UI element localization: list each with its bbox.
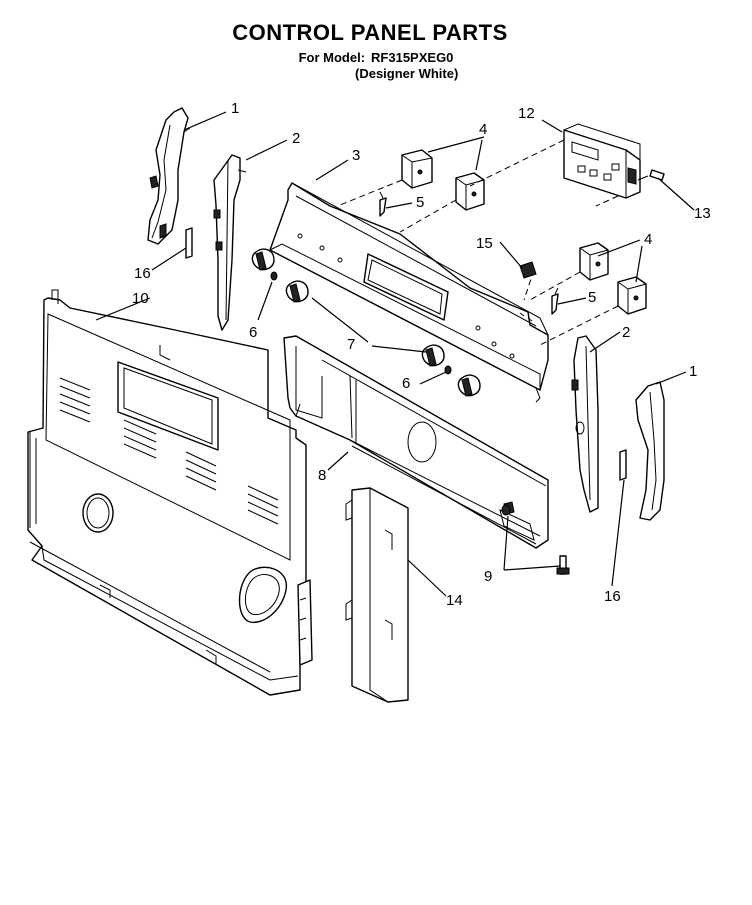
end-cap-left-part-1 [147, 107, 191, 245]
callout-1-left: 1 [231, 100, 239, 117]
channel-part-14 [345, 487, 409, 703]
model-line: For Model: RF315PXEG0 [0, 50, 752, 65]
control-panel-part-3 [269, 182, 549, 403]
knob-part-7-c [421, 344, 445, 367]
callout-14: 14 [446, 592, 463, 609]
callout-4-top: 4 [479, 121, 487, 138]
screw-part-9-b [556, 555, 570, 575]
bracket-right-part-2 [571, 335, 599, 513]
callout-labels: 1 2 3 4 5 16 10 6 7 6 8 12 13 15 4 5 2 1… [132, 100, 711, 609]
page-title: CONTROL PANEL PARTS [232, 20, 508, 45]
callout-12: 12 [518, 105, 535, 122]
callout-2-right: 2 [622, 324, 630, 341]
end-cap-right-part-1 [635, 381, 665, 521]
color-note: (Designer White) [355, 66, 459, 81]
clock-module-part-12 [563, 123, 641, 199]
clip-left-part-16 [185, 227, 193, 259]
callout-2-left: 2 [292, 130, 300, 147]
wire-clip-part-5-b [551, 287, 559, 315]
callout-1-right: 1 [689, 363, 697, 380]
callout-16-left: 16 [134, 265, 151, 282]
clip-right-part-16 [619, 449, 627, 481]
callout-3: 3 [352, 147, 360, 164]
callout-6-right: 6 [402, 375, 410, 392]
callout-10: 10 [132, 290, 149, 307]
callout-16-right: 16 [604, 588, 621, 605]
screw-part-6-b [444, 365, 452, 375]
leader-lines [95, 111, 695, 597]
switch-part-4-d [617, 276, 647, 315]
screw-part-6-a [270, 271, 278, 281]
callout-7: 7 [347, 336, 355, 353]
callout-4-right: 4 [644, 231, 652, 248]
callout-5-right: 5 [588, 289, 596, 306]
screw-part-13 [637, 169, 665, 181]
model-number: RF315PXEG0 [371, 50, 454, 65]
wire-clip-part-5-a [379, 191, 387, 217]
callout-15: 15 [476, 235, 493, 252]
lower-panel-part-8 [283, 335, 549, 549]
knob-part-7-d [457, 374, 481, 397]
knob-part-7-b [285, 280, 309, 303]
callout-9: 9 [484, 568, 492, 585]
switch-part-4-a [401, 149, 433, 189]
switch-part-15 [519, 261, 537, 279]
knob-part-7-a [251, 248, 275, 271]
switch-part-4-b [455, 172, 485, 211]
switch-part-4-c [579, 242, 609, 281]
callout-6-left: 6 [249, 324, 257, 341]
callout-13: 13 [694, 205, 711, 222]
model-prefix: For Model: [298, 50, 366, 65]
assembly-lines [339, 139, 619, 346]
callout-8: 8 [318, 467, 326, 484]
bracket-left-part-2 [213, 154, 247, 331]
screw-part-9-a [501, 504, 511, 516]
callout-5-top: 5 [416, 194, 424, 211]
rear-panel-part-10 [27, 289, 313, 696]
